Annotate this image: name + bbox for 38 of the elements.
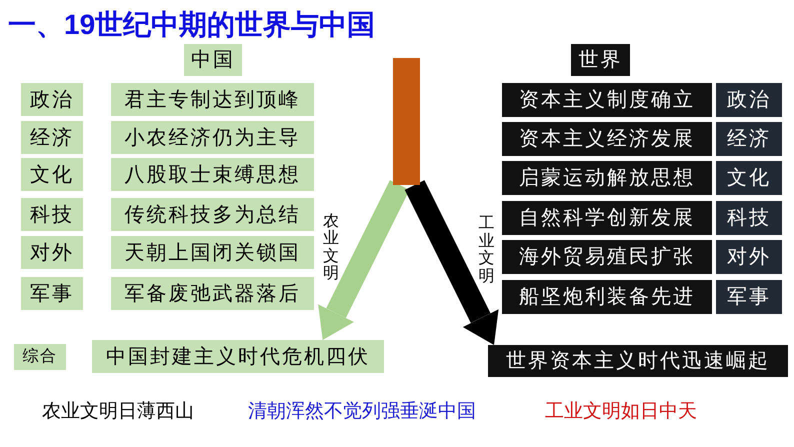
text-box: 世界: [571, 44, 630, 76]
text-box: 军事: [21, 277, 83, 310]
edge-label: 工业文明: [478, 215, 494, 286]
text-box: 科技: [716, 201, 782, 235]
text-box: 军备废弛武器落后: [111, 277, 314, 310]
text-box: 军事: [716, 280, 782, 314]
text-box: 经济: [716, 122, 782, 156]
text-box: 中国封建主义时代危机四伏: [92, 340, 384, 373]
text-box: 自然科学创新发展: [502, 201, 712, 235]
text-box: 资本主义制度确立: [502, 83, 712, 117]
text-box: 政治: [716, 83, 782, 117]
text-box: 世界资本主义时代迅速崛起: [488, 345, 788, 377]
edge-label: 农业文明: [323, 212, 340, 283]
note-text: 农业文明日薄西山: [42, 400, 194, 424]
text-box: 资本主义经济发展: [502, 122, 712, 156]
note-text: 清朝浑然不觉列强垂涎中国: [248, 400, 476, 424]
text-box: 文化: [21, 158, 83, 191]
arrow: [318, 180, 410, 340]
text-box: 海外贸易殖民扩张: [502, 240, 712, 274]
text-box: 传统科技多为总结: [111, 198, 314, 231]
text-box: 天朝上国闭关锁国: [111, 236, 314, 269]
text-box: 对外: [716, 240, 782, 274]
note-text: 工业文明如日中天: [545, 400, 697, 424]
text-box: 经济: [21, 121, 83, 154]
text-box: 船坚炮利装备先进: [502, 280, 712, 314]
text-box: 八股取士束缚思想: [111, 158, 314, 191]
trunk-bar: [393, 58, 420, 185]
text-box: 科技: [21, 198, 83, 231]
text-box: 小农经济仍为主导: [111, 121, 314, 154]
title: 一、19世纪中期的世界与中国: [8, 8, 376, 42]
text-box: 文化: [716, 161, 782, 195]
text-box: 政治: [21, 83, 83, 116]
text-box: 中国: [184, 44, 242, 76]
text-box: 对外: [21, 236, 83, 269]
text-box: 综合: [14, 344, 66, 370]
text-box: 君主专制达到顶峰: [111, 83, 314, 116]
arrow: [404, 180, 499, 345]
text-box: 启蒙运动解放思想: [502, 161, 712, 195]
